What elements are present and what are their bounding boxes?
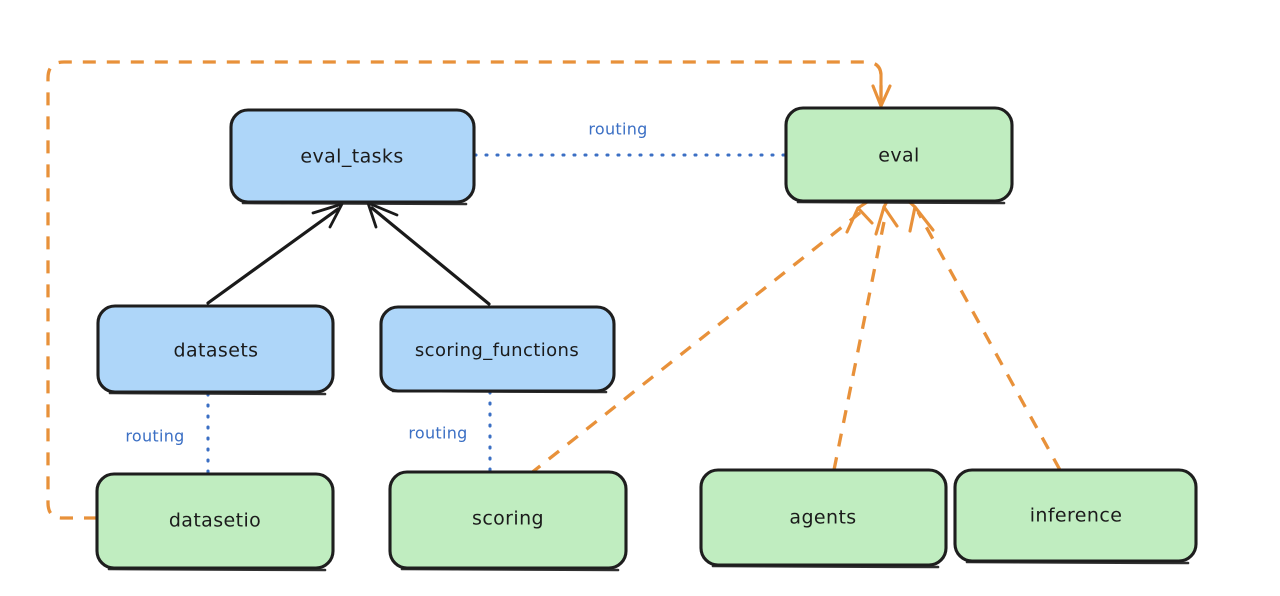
- node-datasets-label: datasets: [174, 340, 259, 362]
- node-datasetio-label: datasetio: [169, 510, 261, 532]
- node-inference-label: inference: [1030, 505, 1123, 527]
- node-scoring-label: scoring: [472, 508, 544, 530]
- node-eval-tasks-label: eval_tasks: [300, 146, 403, 168]
- node-eval[interactable]: eval: [784, 106, 1014, 205]
- node-agents-shape[interactable]: [699, 468, 948, 567]
- node-eval-label: eval: [878, 145, 919, 167]
- node-datasetio[interactable]: datasetio: [95, 472, 335, 572]
- edge-scoring-functions-eval-tasks: [366, 201, 491, 306]
- node-scoring-functions-label: scoring_functions: [415, 340, 579, 361]
- node-datasets-shape[interactable]: [96, 304, 335, 394]
- node-scoring-shape[interactable]: [388, 470, 628, 570]
- node-agents-label: agents: [789, 507, 856, 529]
- node-scoring-functions[interactable]: scoring_functions: [379, 305, 616, 394]
- node-inference[interactable]: inference: [953, 468, 1198, 565]
- edge-datasets-eval-tasks: [206, 202, 344, 305]
- edge-datasetio-eval: [46, 60, 892, 520]
- node-datasets[interactable]: datasets: [96, 304, 335, 396]
- node-eval-shape[interactable]: [784, 106, 1014, 203]
- edge-label-routing-scoring-functions: routing: [408, 424, 467, 443]
- edge-label-routing-eval-tasks: routing: [588, 120, 647, 139]
- edge-label-routing-datasets: routing: [125, 427, 184, 446]
- node-datasetio-shape[interactable]: [95, 472, 335, 570]
- node-scoring-functions-shape[interactable]: [379, 305, 616, 393]
- edge-agents-eval: [832, 194, 899, 471]
- node-eval-tasks-shape[interactable]: [229, 108, 476, 204]
- node-scoring[interactable]: scoring: [388, 470, 628, 572]
- node-agents[interactable]: agents: [699, 468, 948, 569]
- node-eval-tasks[interactable]: eval_tasks: [229, 108, 476, 206]
- node-inference-shape[interactable]: [953, 468, 1198, 563]
- edge-inference-eval: [901, 194, 1062, 471]
